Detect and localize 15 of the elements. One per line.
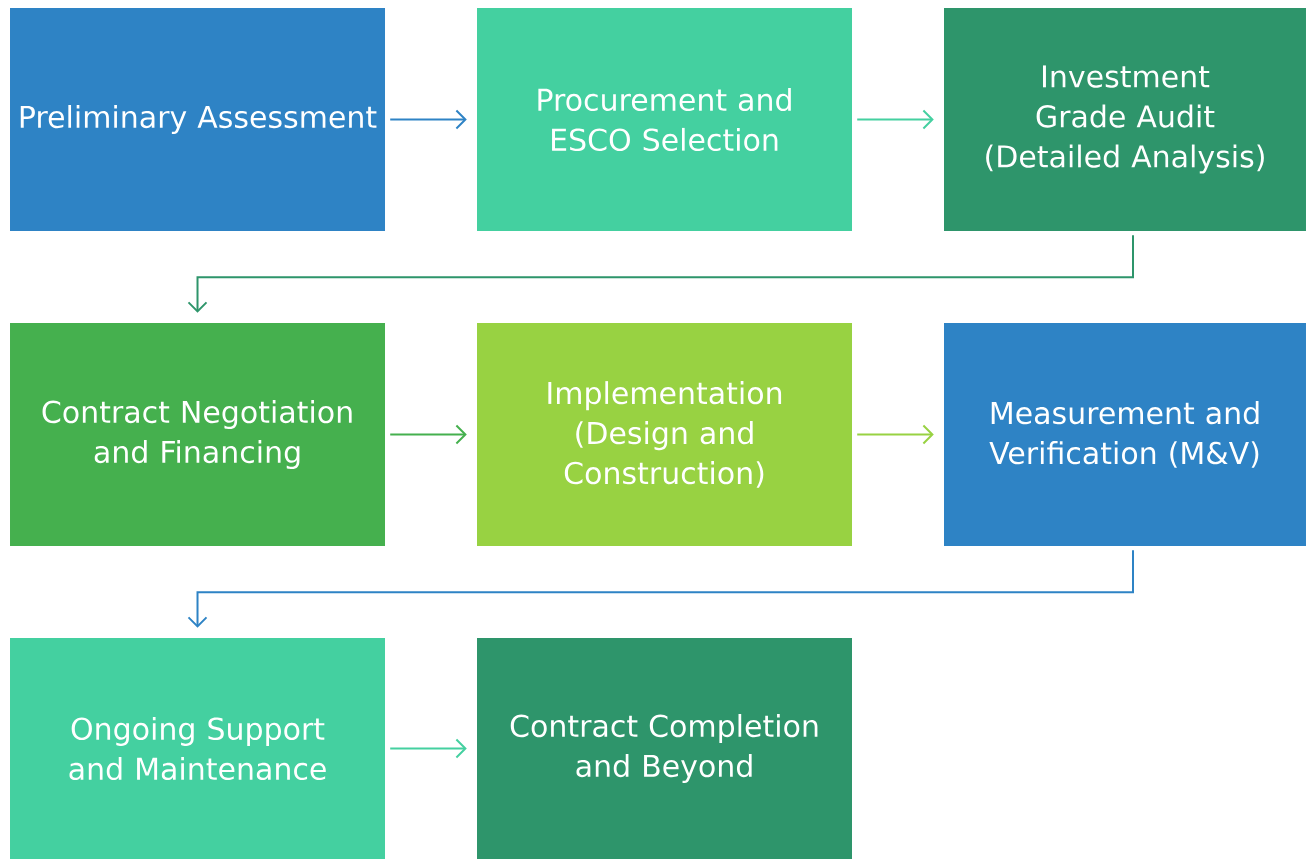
process-box: Ongoing Support and Maintenance — [10, 638, 385, 859]
arrow — [389, 738, 467, 759]
process-box: Contract Completion and Beyond — [477, 638, 852, 859]
process-box: Investment Grade Audit (Detailed Analysis) — [944, 8, 1306, 231]
arrow — [856, 109, 934, 130]
arrow — [389, 109, 467, 130]
arrow — [389, 424, 467, 445]
arrow — [856, 424, 934, 445]
process-box: Procurement and ESCO Selection — [477, 8, 852, 231]
process-box: Preliminary Assessment — [10, 8, 385, 231]
process-box: Measurement and Verification (M&V) — [944, 323, 1306, 546]
arrow — [187, 234, 1134, 313]
process-box: Contract Negotiation and Financing — [10, 323, 385, 546]
arrow — [187, 549, 1134, 628]
process-box: Implementation (Design and Construction) — [477, 323, 852, 546]
